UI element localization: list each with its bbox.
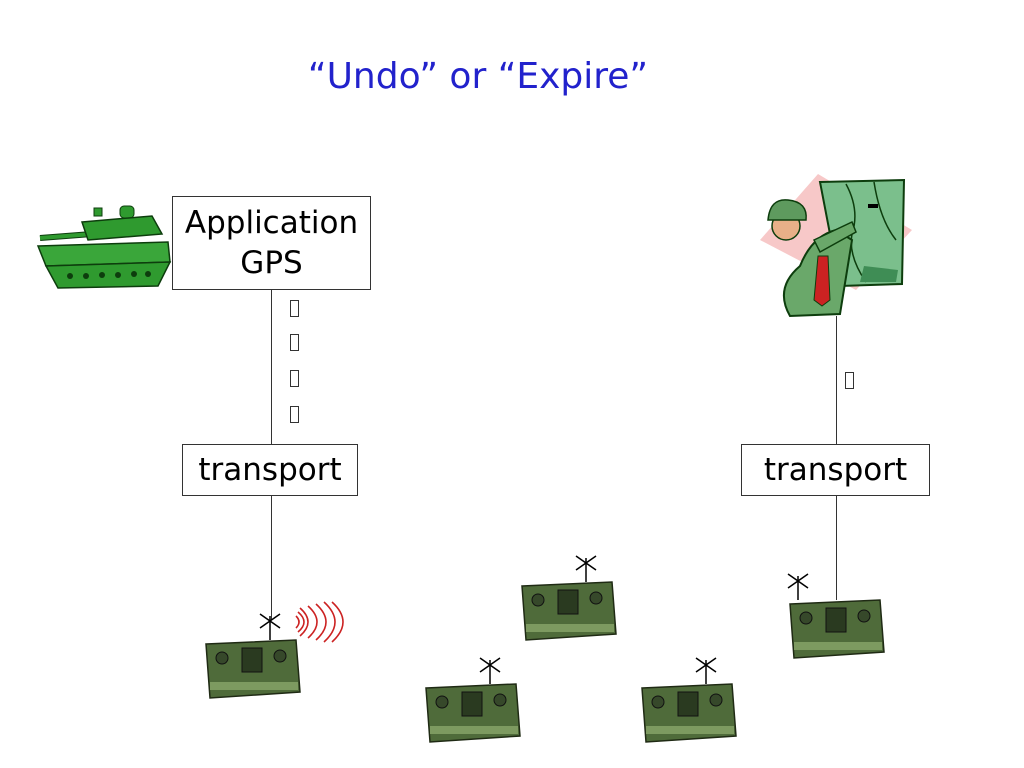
- left-lower-link: [271, 496, 272, 620]
- tank-icon: [36, 205, 172, 289]
- officer-with-map-icon: [760, 174, 912, 318]
- missing-glyph-icon: [290, 370, 299, 387]
- right-upper-link: [836, 316, 837, 444]
- transport-box-left: transport: [182, 444, 358, 496]
- field-radio-icon: [425, 657, 521, 743]
- field-radio-icon: [521, 555, 617, 641]
- transport-box-right: transport: [741, 444, 930, 496]
- missing-glyph-icon: [845, 372, 854, 389]
- field-radio-icon: [205, 613, 301, 699]
- field-radio-icon: [641, 657, 737, 743]
- slide-title: “Undo” or “Expire”: [307, 56, 649, 97]
- gps-label: GPS: [240, 245, 303, 281]
- radio-signal-waves-icon: [295, 601, 344, 643]
- left-upper-link: [271, 290, 272, 444]
- missing-glyph-icon: [290, 334, 299, 351]
- missing-glyph-icon: [290, 406, 299, 423]
- field-radio-icon: [787, 573, 885, 659]
- missing-glyph-icon: [290, 300, 299, 317]
- right-lower-link: [836, 496, 837, 600]
- application-gps-box: Application GPS: [172, 196, 371, 290]
- application-label: Application: [184, 205, 359, 241]
